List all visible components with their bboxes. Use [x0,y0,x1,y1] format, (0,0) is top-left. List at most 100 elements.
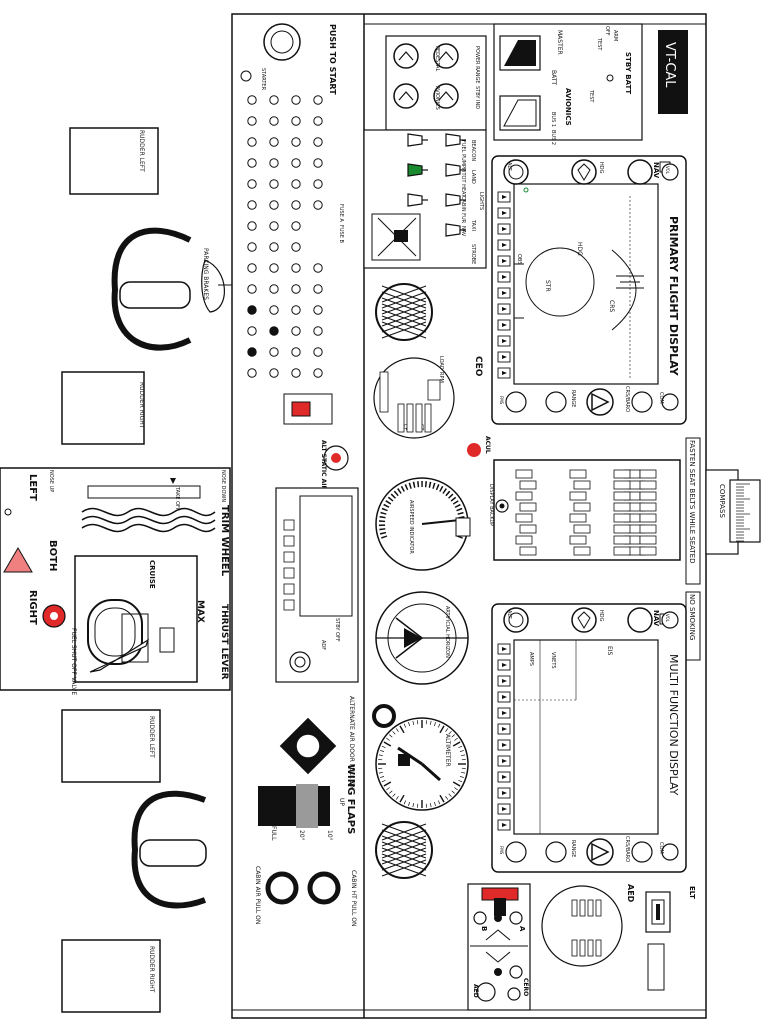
circuit-breaker-18[interactable] [292,180,300,188]
audio-key-38[interactable] [614,547,630,555]
audio-key-18[interactable] [516,536,532,544]
circuit-breaker-6[interactable] [292,117,300,125]
circuit-breaker-29[interactable] [292,243,300,251]
cero-button[interactable] [510,966,522,978]
circuit-breaker-34[interactable] [248,285,256,293]
adf-button-3[interactable] [284,568,294,578]
circuit-breaker-22[interactable] [292,201,300,209]
audio-key-21[interactable] [520,547,536,555]
audio-key-34[interactable] [614,525,630,533]
circuit-breaker-49[interactable] [314,348,322,356]
circuit-breaker-47[interactable] [270,348,278,356]
audio-key-30[interactable] [614,503,630,511]
adf-button-5[interactable] [284,600,294,610]
rudder-left-lower-pedal[interactable] [62,710,160,782]
audio-key-0[interactable] [516,470,532,478]
circuit-breaker-5[interactable] [270,117,278,125]
circuit-breaker-33[interactable] [314,264,322,272]
mfd-fms-knob[interactable] [506,842,526,862]
circuit-breaker-38[interactable] [248,306,256,314]
audio-key-25[interactable] [640,470,656,478]
circuit-breaker-30[interactable] [248,264,256,272]
audio-key-22[interactable] [574,547,590,555]
circuit-breaker-20[interactable] [248,201,256,209]
circuit-breaker-16[interactable] [248,180,256,188]
circuit-breaker-13[interactable] [270,159,278,167]
aed-small-button[interactable] [508,988,520,1000]
circuit-breaker-24[interactable] [248,222,256,230]
circuit-breaker-37[interactable] [314,285,322,293]
circuit-breaker-41[interactable] [314,306,322,314]
circuit-breaker-31[interactable] [270,264,278,272]
circuit-breaker-3[interactable] [314,96,322,104]
circuit-breaker-1[interactable] [270,96,278,104]
audio-key-27[interactable] [640,481,656,489]
circuit-breaker-8[interactable] [248,138,256,146]
light-toggle-5[interactable] [446,194,460,206]
circuit-breaker-52[interactable] [292,369,300,377]
light-toggle-2[interactable] [408,194,422,206]
altimeter-knob[interactable] [374,706,394,726]
circuit-breaker-7[interactable] [314,117,322,125]
light-toggle-1[interactable] [408,164,422,176]
adf-button-0[interactable] [284,520,294,530]
switch-b-button[interactable] [474,912,486,924]
circuit-breaker-51[interactable] [270,369,278,377]
pfd-range-knob[interactable] [546,392,566,412]
audio-key-9[interactable] [520,503,536,511]
mfd-com-knob[interactable] [632,842,652,862]
audio-key-1[interactable] [570,470,586,478]
circuit-breaker-2[interactable] [292,96,300,104]
audio-key-24[interactable] [614,470,630,478]
circuit-breaker-15[interactable] [314,159,322,167]
audio-key-15[interactable] [520,525,536,533]
audio-key-13[interactable] [570,514,586,522]
light-toggle-4[interactable] [446,164,460,176]
switch-a-button[interactable] [510,912,522,924]
mfd-range-knob[interactable] [546,842,566,862]
circuit-breaker-48[interactable] [292,348,300,356]
starter-key[interactable] [241,71,251,81]
circuit-breaker-9[interactable] [270,138,278,146]
circuit-breaker-17[interactable] [270,180,278,188]
adf-button-4[interactable] [284,584,294,594]
flap-lever-handle[interactable] [296,784,318,828]
circuit-breaker-42[interactable] [248,327,256,335]
circuit-breaker-11[interactable] [314,138,322,146]
audio-key-16[interactable] [574,525,590,533]
adf-button-2[interactable] [284,552,294,562]
circuit-breaker-0[interactable] [248,96,256,104]
circuit-breaker-12[interactable] [248,159,256,167]
circuit-breaker-44[interactable] [292,327,300,335]
circuit-breaker-45[interactable] [314,327,322,335]
dimmer-knob-1[interactable] [394,84,418,108]
acul-button[interactable] [467,443,481,457]
circuit-breaker-23[interactable] [314,201,322,209]
pfd-com-knob[interactable] [632,392,652,412]
circuit-breaker-40[interactable] [292,306,300,314]
circuit-breaker-39[interactable] [270,306,278,314]
audio-key-6[interactable] [516,492,532,500]
audio-key-29[interactable] [640,492,656,500]
circuit-breaker-50[interactable] [248,369,256,377]
audio-key-3[interactable] [520,481,536,489]
cabin-heat-knob[interactable] [310,874,338,902]
pitot-heat-switch[interactable] [394,230,408,242]
circuit-breaker-4[interactable] [248,117,256,125]
light-toggle-6[interactable] [446,224,460,236]
circuit-breaker-14[interactable] [292,159,300,167]
audio-key-36[interactable] [614,536,630,544]
audio-key-39[interactable] [640,547,656,555]
circuit-breaker-46[interactable] [248,348,256,356]
cabin-air-knob[interactable] [268,874,296,902]
audio-key-35[interactable] [640,525,656,533]
audio-key-33[interactable] [640,514,656,522]
pfd-nav-knob[interactable] [628,160,652,184]
circuit-breaker-53[interactable] [314,369,322,377]
audio-key-31[interactable] [640,503,656,511]
circuit-breaker-28[interactable] [270,243,278,251]
circuit-breaker-25[interactable] [270,222,278,230]
audio-key-37[interactable] [640,536,656,544]
audio-key-12[interactable] [516,514,532,522]
dimmer-knob-0[interactable] [394,44,418,68]
